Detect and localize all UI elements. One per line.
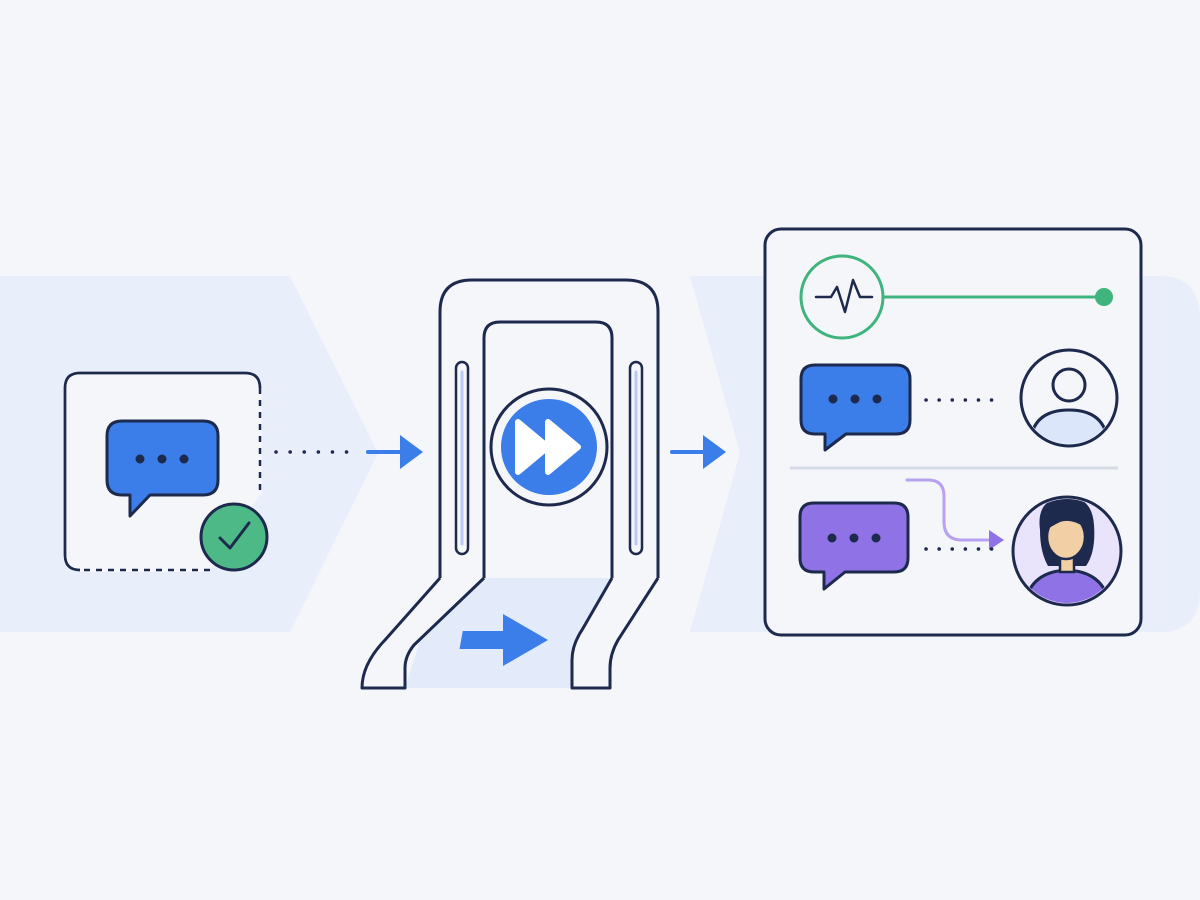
route-agent [798, 478, 1123, 607]
curved-redirect-arrow [905, 478, 992, 542]
dot [135, 454, 145, 464]
gate-left-leg [360, 576, 486, 690]
card-outline-dashes [80, 388, 262, 572]
fast-forward-icon [489, 387, 609, 507]
chat-bubble-icon [799, 363, 912, 452]
gate-right-leg [570, 577, 660, 690]
floor-arrow-icon [459, 614, 548, 666]
arrow-right-icon [366, 435, 423, 469]
chat-bubble-icon [105, 419, 220, 518]
user-avatar-icon [1019, 348, 1119, 448]
chat-bubble-icon [798, 501, 910, 591]
card-outline-solid [63, 371, 262, 572]
status-dot [1095, 288, 1113, 306]
fast-forward-gate [360, 278, 660, 690]
dot [179, 454, 189, 464]
dot [157, 454, 167, 464]
activity-pulse-icon [799, 254, 885, 340]
connector-1 [274, 435, 423, 469]
agent-avatar-icon [1011, 495, 1123, 607]
arrow-right-icon [670, 435, 726, 469]
route-generic-user [799, 348, 1119, 452]
chat-bubble-check-icon [105, 419, 220, 518]
validated-message-card [63, 371, 269, 572]
gate-frame-outer [438, 278, 660, 578]
arrow-head [989, 530, 1004, 550]
check-badge-icon [199, 502, 269, 572]
routing-panel [763, 227, 1143, 637]
